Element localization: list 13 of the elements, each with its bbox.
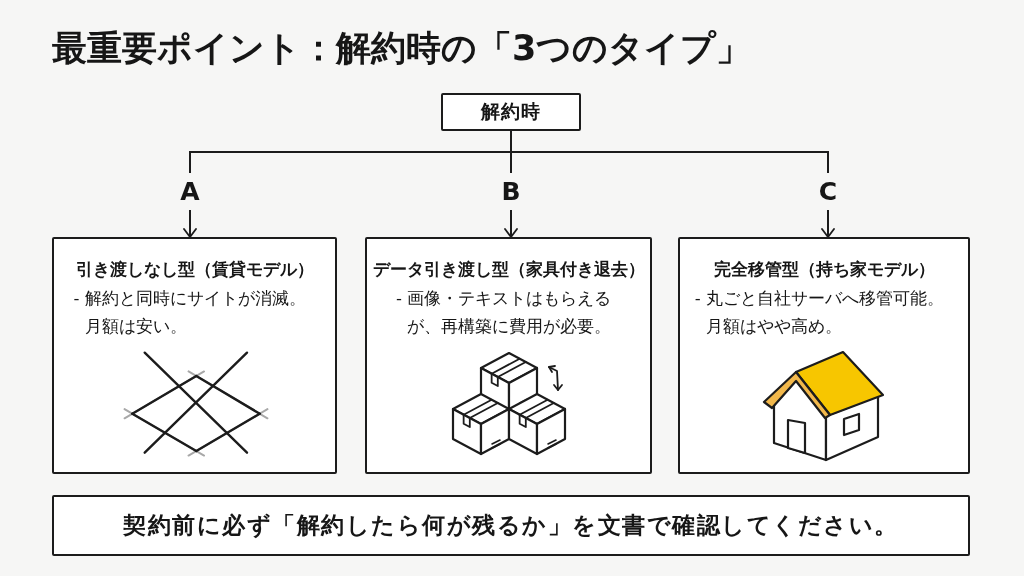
card-description: - 丸ごと自社サーバへ移管可能。月額はやや高め。 [694,288,945,338]
type-card [678,237,970,474]
card-description: - 画像・テキストはもらえるが、再構築に費用が必要。 [396,288,613,338]
card-heading: 引き渡しなし型（賃貸モデル） [75,259,314,281]
card-heading: 完全移管型（持ち家モデル） [713,259,935,281]
type-card [52,237,337,474]
card-heading: データ引き渡し型（家具付き退去） [372,259,645,281]
note-box: 契約前に必ず「解約したら何が残るか」を文書で確認してください。 [52,495,970,556]
type-card [365,237,652,474]
title: 最重要ポイント：解約時の「3つのタイプ」 [52,27,752,69]
card-description: - 解約と同時にサイトが消滅。月額は安い。 [73,288,307,338]
topic-box: 解約時 [441,93,581,131]
edge-label: A [177,173,203,210]
